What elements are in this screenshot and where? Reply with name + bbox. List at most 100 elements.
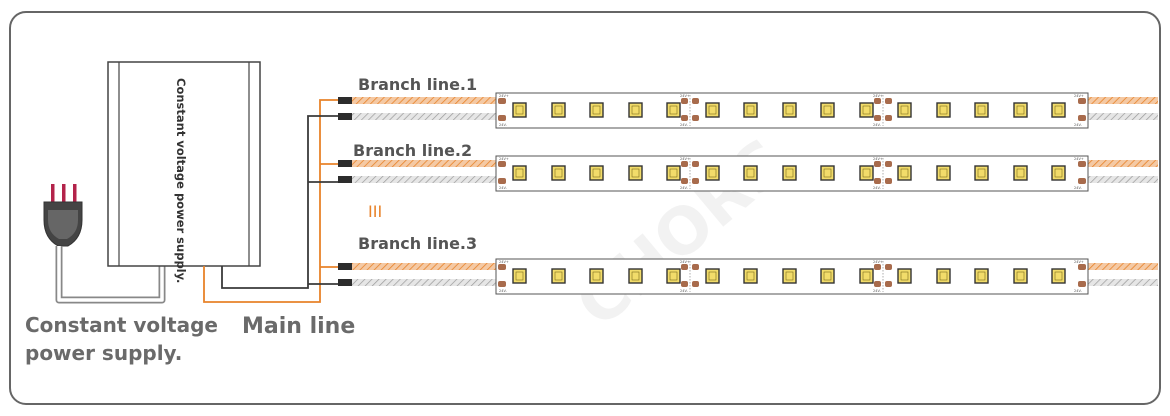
led-chip-inner <box>631 168 640 178</box>
pad-voltage-text: 24V+ <box>873 157 883 161</box>
solder-pad <box>498 115 506 121</box>
led-chip <box>897 268 912 284</box>
led-chip-inner <box>823 271 832 281</box>
led-chip-inner <box>592 105 601 115</box>
cut-pad <box>692 264 699 270</box>
led-chip <box>551 165 566 181</box>
led-chip <box>859 102 874 118</box>
psu-box-label: Constant voltage power supply. <box>174 78 188 283</box>
cut-pad <box>681 115 688 121</box>
pad-voltage-text: 24V- <box>499 186 508 190</box>
led-chip-inner <box>862 168 871 178</box>
led-chip-inner <box>977 271 986 281</box>
led-chip-inner <box>746 168 755 178</box>
led-chip <box>589 268 604 284</box>
positive-out-wire <box>1088 160 1158 167</box>
power-supply-box: Constant voltage power supply. <box>107 61 261 283</box>
solder-pad <box>498 161 506 167</box>
led-strip-row: 24V+24V-24V+24V-24V+24V-24V+24V- <box>338 258 1158 295</box>
led-chip-inner <box>708 271 717 281</box>
led-chip-inner <box>939 168 948 178</box>
main-line-orange-wire <box>203 99 338 303</box>
led-chip-inner <box>823 105 832 115</box>
led-chip <box>705 102 720 118</box>
led-chip <box>666 102 681 118</box>
led-chip-inner <box>631 271 640 281</box>
pad-voltage-text: 24V- <box>680 289 689 293</box>
positive-lead-wire <box>352 263 496 270</box>
led-chip <box>628 165 643 181</box>
cut-pad <box>874 178 881 184</box>
solder-pad <box>1078 161 1086 167</box>
wire-terminal <box>338 279 352 286</box>
solder-pad <box>498 178 506 184</box>
led-chip-inner <box>669 168 678 178</box>
led-chip-inner <box>592 168 601 178</box>
pad-voltage-text: 24V+ <box>499 94 509 98</box>
led-chip <box>628 268 643 284</box>
led-chip <box>743 165 758 181</box>
cut-pad <box>885 161 892 167</box>
led-chip <box>974 268 989 284</box>
solder-pad <box>498 98 506 104</box>
pad-voltage-text: 24V+ <box>680 260 690 264</box>
led-chip-inner <box>592 271 601 281</box>
led-chip <box>936 165 951 181</box>
pad-voltage-text: 24V+ <box>680 157 690 161</box>
main-line-dark-wire <box>221 115 338 289</box>
cut-pad <box>885 178 892 184</box>
wire-terminal <box>338 263 352 270</box>
cut-pad <box>692 178 699 184</box>
led-strip-row: 24V+24V-24V+24V-24V+24V-24V+24V- <box>338 155 1158 192</box>
led-chip <box>782 268 797 284</box>
cut-pad <box>692 115 699 121</box>
led-chip-inner <box>785 168 794 178</box>
led-chip-inner <box>900 271 909 281</box>
cut-pad <box>874 115 881 121</box>
negative-out-wire <box>1088 279 1158 286</box>
diagram-frame <box>9 11 1161 405</box>
led-chip <box>589 102 604 118</box>
negative-lead-wire <box>352 176 496 183</box>
pad-voltage-text: 24V+ <box>1074 260 1084 264</box>
pad-voltage-text: 24V- <box>680 186 689 190</box>
led-chip-inner <box>900 105 909 115</box>
positive-out-wire <box>1088 97 1158 104</box>
led-chip <box>974 165 989 181</box>
led-chip <box>512 165 527 181</box>
solder-pad <box>1078 281 1086 287</box>
cut-pad <box>692 98 699 104</box>
led-chip-inner <box>554 105 563 115</box>
main-line-label: Main line <box>242 314 355 339</box>
pad-voltage-text: 24V- <box>873 123 882 127</box>
branch-line-3-label: Branch line.3 <box>358 234 477 253</box>
led-chip <box>859 165 874 181</box>
pad-voltage-text: 24V- <box>680 123 689 127</box>
positive-out-wire <box>1088 263 1158 270</box>
led-chip <box>820 268 835 284</box>
negative-out-wire <box>1088 176 1158 183</box>
led-chip-inner <box>862 105 871 115</box>
wire-terminal <box>338 160 352 167</box>
led-chip <box>551 102 566 118</box>
led-chip-inner <box>554 271 563 281</box>
led-chip <box>666 268 681 284</box>
led-chip <box>589 165 604 181</box>
solder-pad <box>1078 98 1086 104</box>
led-chip <box>897 102 912 118</box>
led-chip <box>820 102 835 118</box>
positive-lead-wire <box>352 97 496 104</box>
cut-pad <box>885 115 892 121</box>
pad-voltage-text: 24V- <box>1074 186 1083 190</box>
pad-voltage-text: 24V- <box>1074 123 1083 127</box>
led-chip <box>936 102 951 118</box>
plug-caption-line-1: Constant voltage <box>25 313 218 337</box>
led-chip <box>628 102 643 118</box>
cut-pad <box>681 264 688 270</box>
cut-pad <box>692 281 699 287</box>
led-chip-inner <box>708 168 717 178</box>
cut-pad <box>885 98 892 104</box>
cut-pad <box>874 264 881 270</box>
cut-pad <box>885 281 892 287</box>
led-chip-inner <box>515 105 524 115</box>
